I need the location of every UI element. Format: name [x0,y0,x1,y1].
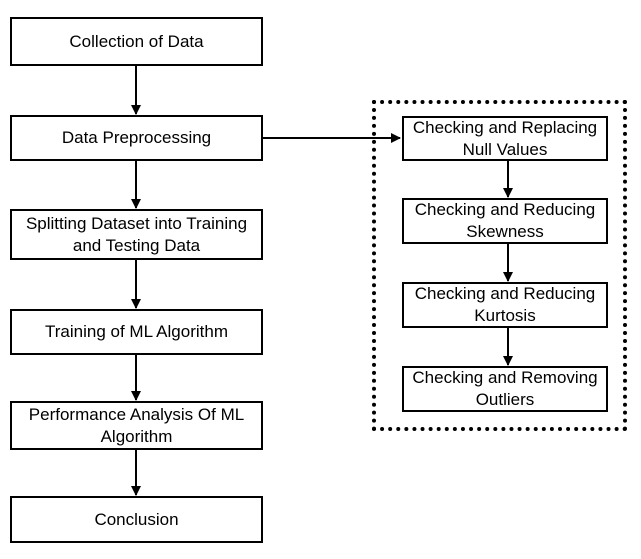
step-label: Collection of Data [69,31,204,51]
preprocessing-group-frame [372,100,627,431]
step-collection-of-data: Collection of Data [10,17,263,66]
substep-skewness: Checking and Reducing Skewness [402,198,608,244]
substep-label: Checking and Replacing Null Values [412,117,598,159]
substep-label: Checking and Reducing Skewness [414,200,596,241]
step-performance-analysis: Performance Analysis Of ML Algorithm [10,401,263,450]
substep-label: Checking and Removing Outliers [412,368,598,409]
step-label: Splitting Dataset into Training and Test… [25,213,248,255]
substep-kurtosis: Checking and Reducing Kurtosis [402,282,608,328]
step-data-preprocessing: Data Preprocessing [10,115,263,161]
step-training-ml-algorithm: Training of ML Algorithm [10,309,263,355]
step-conclusion: Conclusion [10,496,263,543]
substep-null-values: Checking and Replacing Null Values [402,116,608,161]
substep-label: Checking and Reducing Kurtosis [414,284,596,325]
step-splitting-dataset: Splitting Dataset into Training and Test… [10,209,263,260]
step-label: Data Preprocessing [61,128,212,147]
step-label: Training of ML Algorithm [45,322,228,341]
step-label: Performance Analysis Of ML Algorithm [28,404,245,446]
step-label: Conclusion [94,509,179,529]
substep-outliers: Checking and Removing Outliers [402,366,608,412]
